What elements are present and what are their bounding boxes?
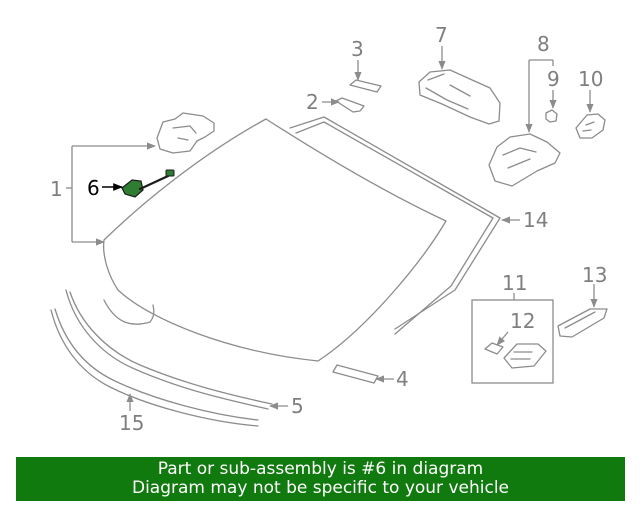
callout-9: 9 bbox=[547, 67, 560, 91]
callout-7: 7 bbox=[435, 23, 448, 47]
part-9-clip bbox=[545, 109, 558, 123]
part-6-highlighted bbox=[121, 169, 175, 198]
windshield-molding bbox=[289, 116, 501, 335]
parts-diagram: 1 6 2 3 7 8 9 10 14 11 12 13 4 5 15 bbox=[50, 23, 608, 435]
callout-13: 13 bbox=[582, 263, 607, 287]
part-11-box bbox=[471, 299, 554, 384]
part-5-cowl-strip bbox=[65, 289, 273, 410]
callout-2: 2 bbox=[306, 90, 319, 114]
banner-line-part: Part or sub-assembly is #6 in diagram bbox=[157, 459, 484, 479]
part-15-lower-seal bbox=[50, 308, 259, 427]
part-8-cover bbox=[488, 133, 561, 187]
callout-5: 5 bbox=[291, 394, 304, 418]
part-4-strip bbox=[332, 364, 379, 384]
callout-15: 15 bbox=[119, 411, 144, 435]
part-3-pad bbox=[349, 79, 382, 93]
leader-lines bbox=[66, 46, 598, 411]
callout-8: 8 bbox=[537, 32, 550, 56]
banner-line-disclaimer: Diagram may not be specific to your vehi… bbox=[131, 478, 509, 498]
callout-10: 10 bbox=[578, 67, 603, 91]
info-banner: Part or sub-assembly is #6 in diagram Di… bbox=[16, 457, 625, 501]
sensor-bracket bbox=[156, 112, 215, 154]
part-13-bracket bbox=[557, 308, 608, 338]
windshield-glass bbox=[102, 118, 447, 362]
callout-12: 12 bbox=[510, 309, 535, 333]
part-10-bracket bbox=[575, 113, 606, 139]
callout-11: 11 bbox=[502, 271, 527, 295]
callout-14: 14 bbox=[523, 208, 548, 232]
callout-3: 3 bbox=[351, 37, 364, 61]
callout-1: 1 bbox=[50, 177, 63, 201]
callout-6: 6 bbox=[87, 176, 100, 200]
callout-4: 4 bbox=[396, 367, 409, 391]
part-2-clip bbox=[335, 97, 365, 113]
part-7-mirror bbox=[418, 69, 501, 125]
